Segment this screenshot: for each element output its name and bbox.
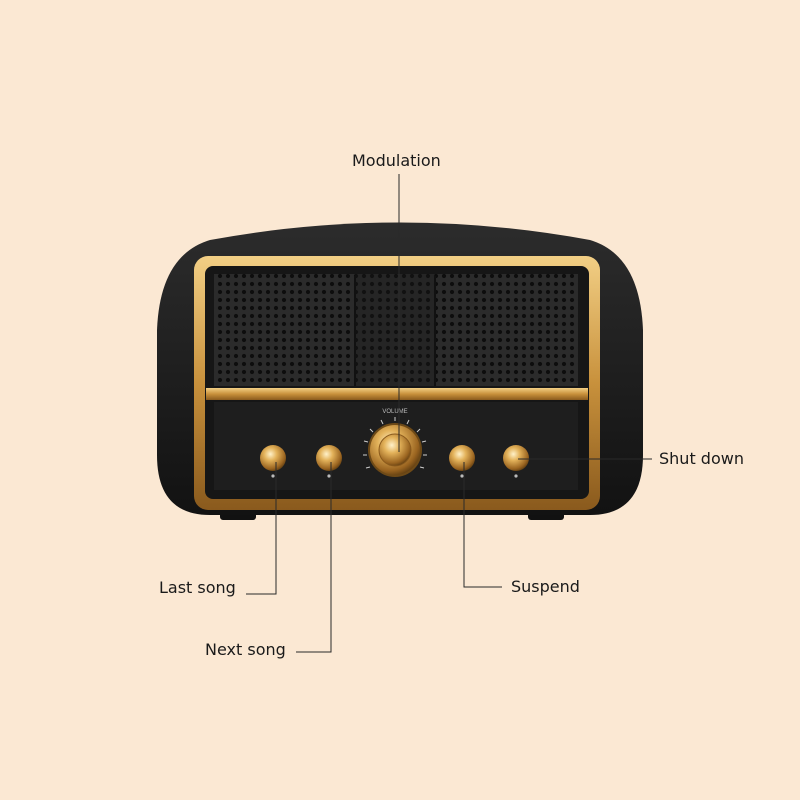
next-song-knob[interactable] [316,445,342,478]
speaker-grille [214,274,578,386]
callout-suspend: Suspend [511,577,580,596]
volume-knob[interactable] [368,423,422,477]
callout-next-song: Next song [205,640,286,659]
callout-modulation: Modulation [352,151,441,170]
volume-scale [363,417,427,469]
callout-shut-down: Shut down [659,449,744,468]
volume-label: VOLUME [382,409,407,415]
power-knob[interactable] [503,445,529,478]
callout-last-song: Last song [159,578,236,597]
gold-divider [206,388,588,400]
callout-lines [246,174,652,653]
suspend-knob[interactable] [449,445,475,478]
last-song-knob[interactable] [260,445,286,478]
